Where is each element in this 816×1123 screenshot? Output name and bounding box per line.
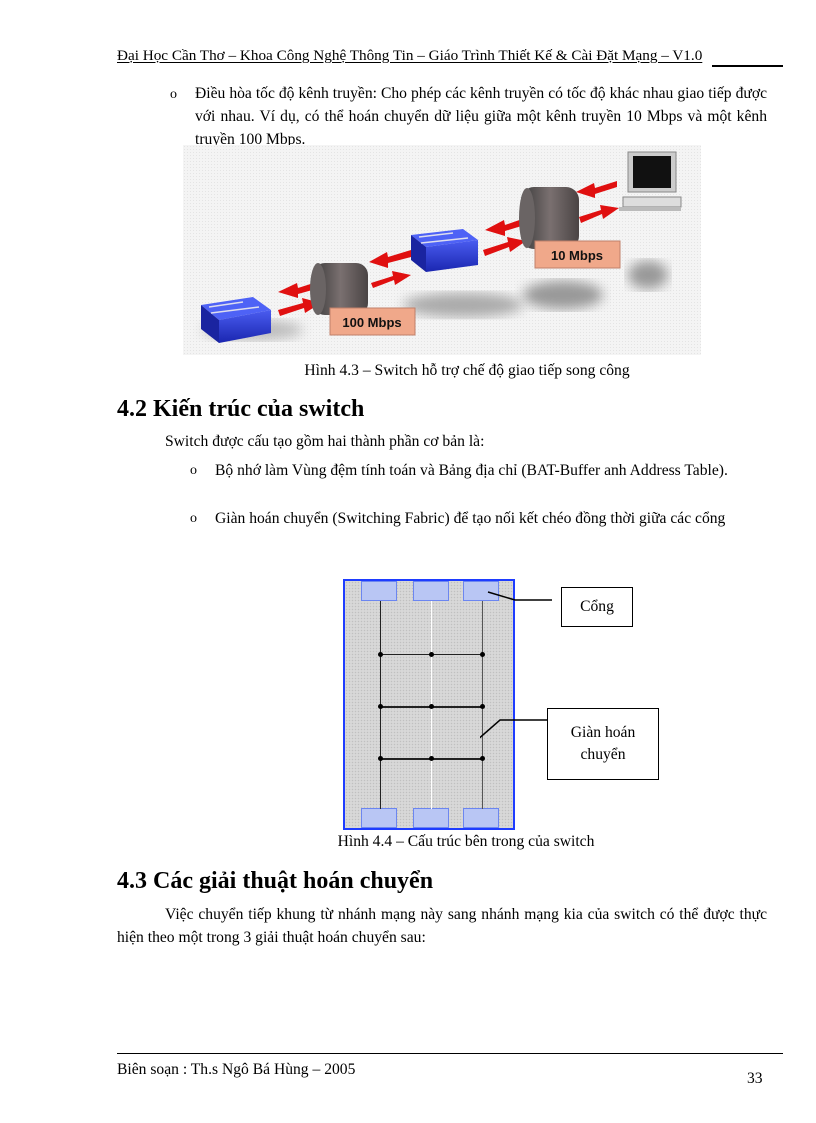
section-heading-4-2: 4.2 Kiến trúc của switch bbox=[117, 396, 365, 422]
section-4-2-intro: Switch được cấu tạo gồm hai thành phần c… bbox=[165, 433, 485, 450]
port-top-1 bbox=[361, 581, 397, 601]
label-port: Cổng bbox=[561, 587, 633, 627]
switch-icon bbox=[201, 297, 271, 343]
figure-4-4-switch-diagram bbox=[343, 579, 515, 830]
label-fabric-line1: Giàn hoán bbox=[570, 724, 636, 741]
footer-rule bbox=[117, 1053, 783, 1054]
running-header: Đại Học Cần Thơ – Khoa Công Nghệ Thông T… bbox=[117, 47, 703, 64]
label-fabric-line2: chuyển bbox=[580, 746, 626, 763]
bullet-text-buffer: Bộ nhớ làm Vùng đệm tính toán và Bảng đị… bbox=[215, 462, 728, 479]
bullet-text-switching-fabric: Giàn hoán chuyển (Switching Fabric) để t… bbox=[215, 510, 726, 527]
port-bottom-3 bbox=[463, 808, 499, 828]
figure-4-3-image: 100 Mbps 10 Mbps bbox=[183, 145, 701, 355]
bullet-marker: o bbox=[170, 87, 177, 102]
label-switching-fabric: Giàn hoán chuyển bbox=[547, 708, 659, 780]
figure-4-4-caption: Hình 4.4 – Cấu trúc bên trong của switch bbox=[337, 833, 595, 850]
svg-text:10 Mbps: 10 Mbps bbox=[551, 248, 603, 263]
port-top-2 bbox=[413, 581, 449, 601]
page-number: 33 bbox=[747, 1070, 763, 1087]
bullet-marker: o bbox=[190, 463, 197, 478]
section-4-3-paragraph: Việc chuyển tiếp khung từ nhánh mạng này… bbox=[117, 906, 767, 947]
callout-leaders bbox=[480, 591, 552, 739]
port-top-3 bbox=[463, 581, 499, 601]
header-rule bbox=[712, 65, 783, 67]
port-bottom-1 bbox=[361, 808, 397, 828]
bullet-marker: o bbox=[190, 511, 197, 526]
port-bottom-2 bbox=[413, 808, 449, 828]
computer-icon bbox=[619, 151, 682, 211]
switch-icon bbox=[411, 229, 478, 272]
section-heading-4-3: 4.3 Các giải thuật hoán chuyển bbox=[117, 868, 434, 894]
bullet-text-rate-adaptation: Điều hòa tốc độ kênh truyền: Cho phép cá… bbox=[195, 85, 767, 149]
svg-text:100 Mbps: 100 Mbps bbox=[342, 315, 401, 330]
footer-author: Biên soạn : Th.s Ngô Bá Hùng – 2005 bbox=[117, 1061, 356, 1078]
figure-4-3-caption: Hình 4.3 – Switch hỗ trợ chế độ giao tiế… bbox=[304, 362, 630, 379]
